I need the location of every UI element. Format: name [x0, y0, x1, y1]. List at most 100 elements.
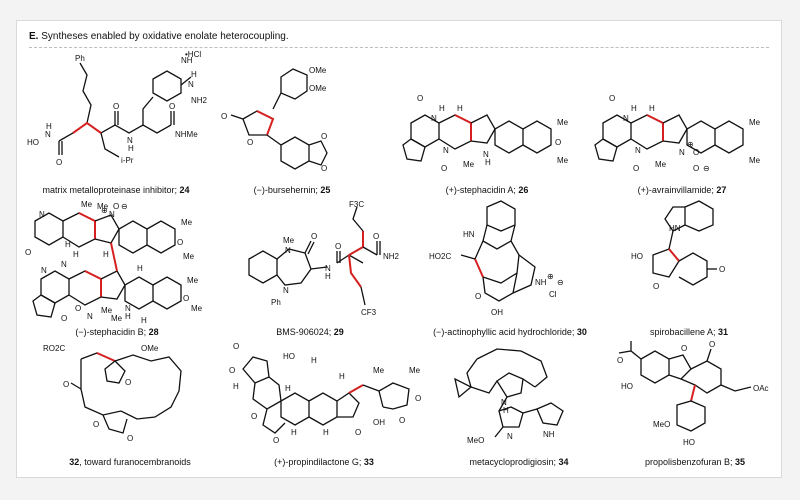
structure-26-drawing: O H N H N H O Me Me N O Me [402, 94, 569, 173]
atom-label: H [128, 144, 134, 153]
atom-label: O [355, 428, 361, 437]
atom-label: H [233, 382, 239, 391]
atom-label: H [103, 250, 109, 259]
structure-27: O H N H N O ⊕ O ⊖ Me Me N O Me [589, 51, 769, 181]
atom-label: Me [283, 236, 295, 245]
structure-27-drawing: O H N H N O ⊕ O ⊖ Me Me N O Me [594, 94, 761, 173]
caption-34: metacycloprodigiosin; 34 [449, 457, 589, 467]
atom-label: O [311, 232, 317, 241]
structure-34: N H N NH MeO [437, 339, 597, 449]
atom-label: N [483, 150, 489, 159]
atom-label: N [45, 130, 51, 139]
caption-26: (+)-stephacidin A; 26 [417, 185, 557, 195]
atom-label: H [457, 104, 463, 113]
atom-label: O [229, 366, 235, 375]
atom-label: Me [181, 218, 193, 227]
atom-label: NH [181, 56, 193, 65]
atom-label: O [555, 138, 561, 147]
atom-label: ⊖ [703, 164, 710, 173]
atom-label: Me [373, 366, 385, 375]
atom-label: O [63, 380, 69, 389]
atom-label: ⊖ [557, 278, 564, 287]
compound-name: (−)-actinophyllic acid hydrochloride; [433, 327, 575, 337]
atom-label: RO2C [43, 344, 65, 353]
figure-panel: E. Syntheses enabled by oxidative enolat… [16, 20, 782, 478]
atom-label: Me [463, 160, 475, 169]
atom-label: Me [183, 252, 195, 261]
structure-24: Ph i-Pr H N NH NH2 •HCl HO N H N H [25, 49, 210, 179]
atom-label: OMe [309, 66, 327, 75]
structure-24-drawing: Ph i-Pr H N NH NH2 •HCl HO N H N H [27, 50, 208, 167]
header-divider [29, 47, 769, 48]
atom-label: O [417, 94, 423, 103]
atom-label: H [191, 70, 197, 79]
atom-label: H [649, 104, 655, 113]
atom-label: O [125, 378, 131, 387]
compound-number: 27 [716, 185, 727, 195]
caption-24: matrix metalloproteinase inhibitor; 24 [21, 185, 211, 195]
compound-number: 31 [718, 327, 729, 337]
atom-label: Cl [549, 290, 557, 299]
atom-label: H [125, 312, 131, 321]
atom-label: O [399, 416, 405, 425]
atom-label: Ph [271, 298, 281, 307]
atom-label: O [61, 314, 67, 323]
compound-number: 30 [576, 327, 587, 337]
caption-35: propolisbenzofuran B; 35 [625, 457, 765, 467]
atom-label: OMe [309, 84, 327, 93]
atom-label: NH [535, 278, 547, 287]
atom-label: MeO [653, 420, 670, 429]
atom-label: O [93, 420, 99, 429]
atom-label: O [183, 294, 189, 303]
atom-label: N [679, 148, 685, 157]
figure-header: E. Syntheses enabled by oxidative enolat… [29, 31, 289, 42]
compound-name: propolisbenzofuran B; [644, 457, 733, 467]
atom-label: O [681, 344, 687, 353]
atom-label: H [285, 384, 291, 393]
atom-label: H [339, 372, 345, 381]
compound-name: metacycloprodigiosin; [469, 457, 556, 467]
atom-label: O [719, 265, 725, 274]
atom-label: N [127, 136, 133, 145]
atom-label: O [56, 158, 62, 167]
atom-label: H [503, 406, 509, 415]
atom-label: Me [655, 160, 667, 169]
atom-label: O [321, 164, 327, 173]
atom-label: Me [749, 118, 761, 127]
structure-28-drawing: O ⊖ N ⊕ Me Me O Me Me H N H O H N O Me M… [25, 200, 203, 325]
atom-label: N [87, 312, 93, 321]
atom-label: H [311, 356, 317, 365]
atom-label: N [431, 114, 437, 123]
atom-label: N [325, 264, 331, 273]
atom-label: H [325, 272, 331, 281]
structure-34-drawing: N H N NH MeO [454, 348, 564, 445]
compound-number: 32 [69, 457, 80, 467]
structure-30: HN HO2C NH ⊕ ⊖ Cl O OH [427, 197, 597, 327]
atom-label: ⊕ [547, 272, 554, 281]
structure-33-drawing: O O HO H Me Me H O O H O H H O H OH O [229, 342, 421, 445]
caption-27: (+)-avrainvillamide; 27 [607, 185, 757, 195]
atom-label: HO [283, 352, 295, 361]
atom-label: O [113, 102, 119, 111]
atom-label: O [273, 436, 279, 445]
atom-label: Me [81, 200, 93, 209]
atom-label: MeO [467, 436, 484, 445]
atom-label: O [221, 112, 227, 121]
atom-label: N [443, 146, 449, 155]
atom-label: O [321, 132, 327, 141]
caption-33: (+)-propindilactone G; 33 [249, 457, 399, 467]
atom-label: N [41, 266, 47, 275]
atom-label: ⊕ [101, 206, 108, 215]
atom-label: HN [463, 230, 475, 239]
structure-30-drawing: HN HO2C NH ⊕ ⊖ Cl O OH [429, 200, 564, 317]
caption-29: BMS-906024; 29 [255, 327, 365, 337]
compound-number: 28 [148, 327, 159, 337]
atom-label: Me [409, 366, 421, 375]
atom-label: N [188, 80, 194, 89]
structure-32-drawing: RO2C O OMe O O O [43, 344, 182, 443]
structure-35: O O HO O OAc MeO HO [611, 339, 776, 451]
panel-title: Syntheses enabled by oxidative enolate h… [41, 31, 289, 42]
atom-label: H [291, 428, 297, 437]
atom-label: O [617, 356, 623, 365]
atom-label: Me [191, 304, 203, 313]
